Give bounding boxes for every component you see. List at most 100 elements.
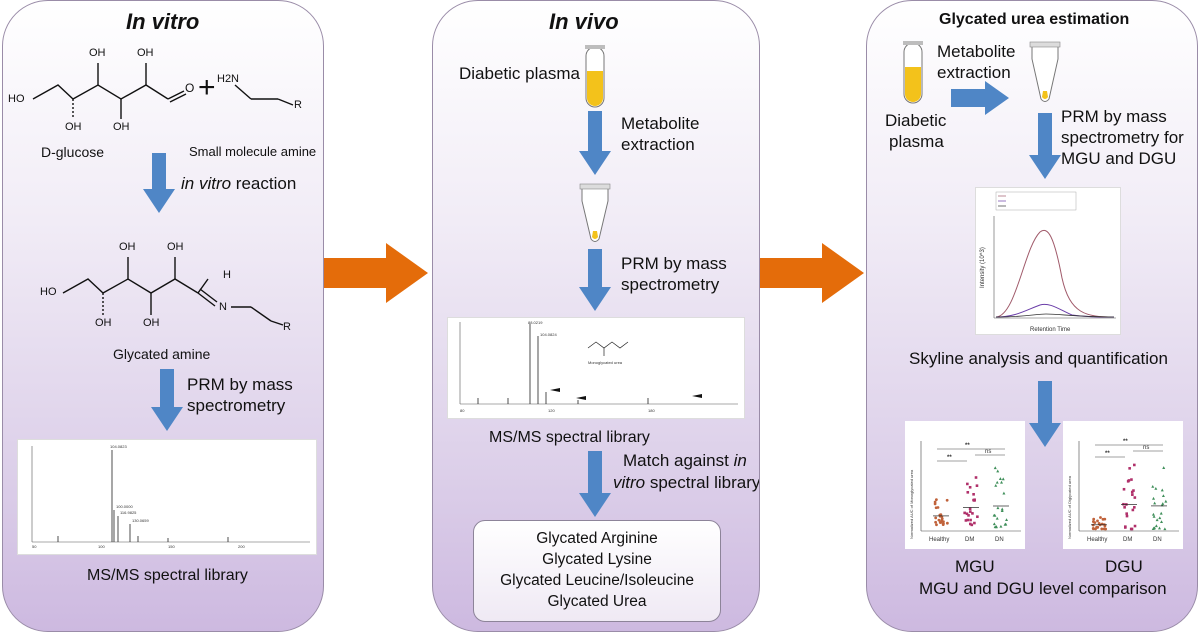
h2n-label: H2N — [217, 73, 240, 85]
scatter-point — [1152, 496, 1156, 500]
mgu-scatter-plot: ** ** ns Healthy DM DN Normalized AUC of… — [905, 421, 1025, 549]
scatter-point — [995, 480, 999, 484]
scatter-point — [969, 510, 972, 513]
scatter-point — [1000, 480, 1004, 484]
scatter-point — [994, 525, 998, 529]
svg-text:180: 180 — [648, 408, 655, 413]
eppendorf-tube — [579, 183, 611, 242]
scatter-point — [1154, 524, 1158, 528]
scatter-point — [1155, 518, 1159, 522]
n-label: N — [219, 301, 227, 313]
mgu-scatter-svg: ** ** ns Healthy DM DN Normalized AUC of… — [909, 441, 1021, 543]
scatter-point — [934, 506, 938, 510]
scatter-point — [967, 514, 970, 517]
chromatogram-ylabel: Intensity (10^3) — [980, 247, 986, 288]
in-vivo-library-label: MS/MS spectral library — [489, 429, 650, 446]
scatter-point — [1103, 517, 1107, 521]
scatter-point — [969, 522, 972, 526]
dgu-label: DGU — [1105, 557, 1143, 576]
scatter-point — [1128, 467, 1131, 470]
svg-text:80: 80 — [460, 408, 465, 413]
scatter-point — [1161, 494, 1165, 497]
scatter-point — [969, 518, 972, 522]
glucose-structure — [32, 63, 294, 119]
scatter-point — [1151, 527, 1155, 530]
scatter-point — [1133, 524, 1137, 528]
group-label: DM — [1123, 537, 1132, 543]
svg-text:120: 120 — [548, 408, 555, 413]
scatter-point — [1099, 516, 1102, 519]
chromatogram-plot: Retention Time Intensity (10^3) — [975, 187, 1121, 335]
scatter-point — [974, 476, 978, 479]
ho-label: HO — [40, 286, 57, 298]
scatter-point — [933, 500, 937, 504]
oh-label: OH — [143, 317, 160, 329]
scatter-point — [1131, 508, 1135, 512]
scatter-point — [1132, 489, 1135, 492]
scatter-point — [934, 520, 938, 524]
scatter-point — [945, 521, 949, 525]
scatter-point — [1154, 486, 1158, 490]
scatter-point — [1123, 506, 1126, 509]
down-arrow — [579, 111, 611, 175]
scatter-point — [937, 518, 941, 522]
scatter-point — [992, 522, 996, 526]
oh-label: OH — [65, 121, 82, 133]
scatter-point — [1096, 525, 1099, 529]
dgu-ylabel: Normalized AUC of Diglycated urea — [1067, 475, 1072, 539]
scatter-point — [1001, 477, 1005, 481]
scatter-point — [1092, 527, 1095, 531]
right-arrow — [760, 243, 864, 303]
amine-label: Small molecule amine — [189, 144, 317, 159]
skyline-label: Skyline analysis and quantification — [909, 349, 1168, 368]
scatter-point — [1002, 491, 1006, 495]
scatter-point — [976, 515, 979, 519]
ms-spectrum-plot: 104.0823 100.0000 116.9825 130.0659 50 1… — [17, 439, 317, 555]
scatter-point — [994, 483, 998, 487]
match-line2: vitro spectral library — [613, 473, 760, 492]
r-label: R — [294, 99, 302, 111]
result-item: Glycated Urea — [547, 593, 647, 610]
prm-line2: spectrometry — [621, 275, 720, 294]
scatter-point — [945, 498, 949, 502]
scatter-point — [1125, 514, 1129, 518]
oh-label: OH — [119, 241, 136, 253]
extraction-line1: Metabolite — [621, 114, 700, 133]
down-arrow — [1029, 113, 1061, 179]
sig-label: ** — [965, 443, 970, 449]
scatter-point — [998, 477, 1002, 480]
mgu-ylabel: Normalized AUC of Monoglycated urea — [909, 469, 914, 539]
extraction-line2: extraction — [621, 135, 695, 154]
scatter-point — [1091, 523, 1095, 527]
scatter-point — [1159, 511, 1163, 515]
in-vitro-title: In vitro — [126, 9, 200, 34]
scatter-point — [935, 523, 938, 527]
chromatogram-xlabel: Retention Time — [1030, 327, 1071, 333]
in-vitro-library-label: MS/MS spectral library — [87, 567, 248, 584]
plus-sign: + — [198, 71, 216, 104]
scatter-point — [1158, 516, 1162, 520]
scatter-point — [993, 466, 997, 470]
down-arrow — [579, 451, 611, 517]
sig-label: ns — [1143, 445, 1149, 451]
group-label: DN — [1153, 537, 1162, 543]
plasma-line1: Diabetic — [885, 111, 947, 130]
eppendorf-tube — [1029, 41, 1061, 102]
scatter-point — [1133, 463, 1136, 467]
scatter-point — [940, 519, 944, 522]
result-item: Glycated Lysine — [542, 551, 652, 568]
result-item: Glycated Leucine/Isoleucine — [500, 572, 694, 589]
scatter-point — [1000, 509, 1004, 513]
scatter-point — [942, 522, 945, 526]
scatter-point — [1131, 493, 1134, 496]
scatter-point — [1161, 502, 1165, 505]
scatter-point — [1124, 525, 1127, 528]
scatter-point — [934, 498, 938, 501]
scatter-point — [972, 492, 975, 496]
comparison-label: MGU and DGU level comparison — [919, 579, 1167, 598]
scatter-point — [1005, 518, 1009, 522]
scatter-point — [1003, 522, 1007, 526]
scatter-point — [996, 469, 1000, 473]
scatter-point — [1130, 527, 1134, 531]
svg-text:104.0824: 104.0824 — [540, 332, 557, 337]
